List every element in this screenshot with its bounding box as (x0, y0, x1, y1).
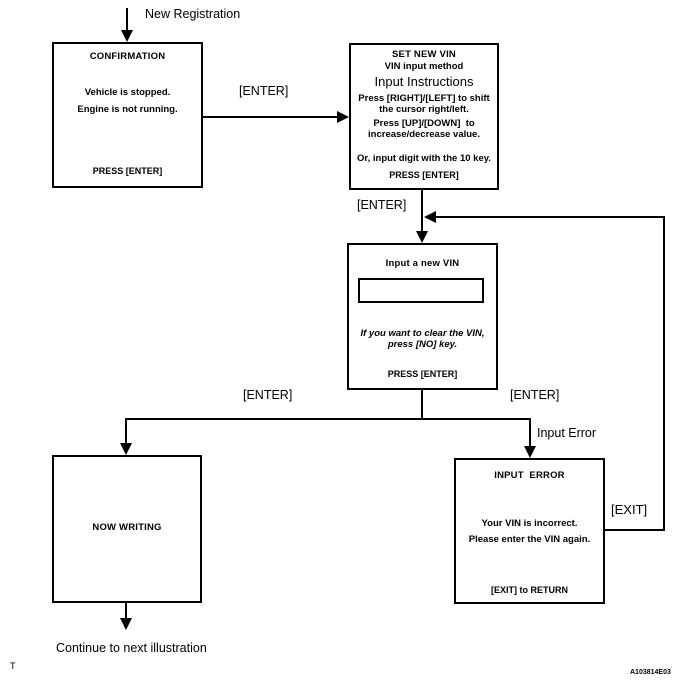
flow-line-exit-horizontal (605, 529, 665, 531)
box-input-new-vin: Input a new VIN If you want to clear the… (347, 243, 498, 390)
flow-line-branch-right (529, 418, 531, 448)
arrow-down-icon (120, 618, 132, 630)
label-continue-next: Continue to next illustration (56, 641, 207, 655)
flow-line-feedback-horizontal (434, 216, 665, 218)
inputerror-line1: Your VIN is incorrect. (481, 518, 578, 529)
setvin-line5: Or, input digit with the 10 key. (357, 153, 491, 164)
arrow-down-icon (120, 443, 132, 455)
flow-line-feedback-vertical (663, 216, 665, 531)
setvin-subtitle: VIN input method (384, 61, 464, 72)
flow-line-branch-stem (421, 390, 423, 420)
setvin-line3: Press [UP]/[DOWN] to (373, 118, 475, 129)
label-enter-left-branch: [ENTER] (243, 388, 293, 402)
inputerror-line2: Please enter the VIN again. (468, 534, 591, 545)
nowwriting-title: NOW WRITING (92, 522, 162, 533)
confirmation-title: CONFIRMATION (89, 51, 166, 62)
setvin-line2: the cursor right/left. (379, 104, 469, 115)
setvin-overlay: Input Instructions (374, 74, 474, 89)
inputvin-title: Input a new VIN (385, 258, 460, 269)
setvin-line4: increase/decrease value. (368, 129, 480, 140)
vin-input-field (358, 278, 484, 303)
arrow-right-icon (337, 111, 349, 123)
flow-line-entry (126, 8, 128, 32)
figure-id: A103814E03 (630, 669, 671, 676)
setvin-footer: PRESS [ENTER] (389, 169, 459, 180)
box-now-writing: NOW WRITING (52, 455, 202, 603)
label-enter-right-branch: [ENTER] (510, 388, 560, 402)
label-input-error: Input Error (537, 426, 597, 440)
flow-line-setvin-to-input (421, 190, 423, 232)
inputvin-footer: PRESS [ENTER] (387, 368, 458, 379)
box-input-error: INPUT ERROR Your VIN is incorrect. Pleas… (454, 458, 605, 604)
label-enter-top: [ENTER] (239, 84, 289, 98)
inputvin-line1: If you want to clear the VIN, (360, 328, 485, 339)
flow-line-branch-horizontal (125, 418, 531, 420)
label-enter-mid: [ENTER] (357, 198, 407, 212)
inputerror-title: INPUT ERROR (494, 470, 565, 481)
setvin-title: SET NEW VIN (392, 49, 456, 60)
label-exit: [EXIT] (611, 502, 648, 517)
arrow-down-icon (524, 446, 536, 458)
flow-line-confirm-to-setvin (203, 116, 339, 118)
footnote-t: T (10, 661, 16, 671)
confirmation-footer: PRESS [ENTER] (92, 165, 163, 176)
setvin-line1: Press [RIGHT]/[LEFT] to shift (358, 93, 490, 104)
arrow-down-icon (416, 231, 428, 243)
arrow-left-icon (424, 211, 436, 223)
inputerror-footer: [EXIT] to RETURN (491, 584, 568, 595)
inputvin-line2: press [NO] key. (387, 339, 458, 350)
label-new-registration: New Registration (145, 7, 241, 21)
flow-line-branch-left (125, 418, 127, 445)
arrow-down-icon (121, 30, 133, 42)
confirmation-line2: Engine is not running. (77, 104, 178, 115)
box-set-new-vin: SET NEW VIN VIN input method Input Instr… (349, 43, 499, 190)
box-confirmation: CONFIRMATION Vehicle is stopped. Engine … (52, 42, 203, 188)
flow-line-continue (125, 603, 127, 620)
confirmation-line1: Vehicle is stopped. (84, 87, 171, 98)
